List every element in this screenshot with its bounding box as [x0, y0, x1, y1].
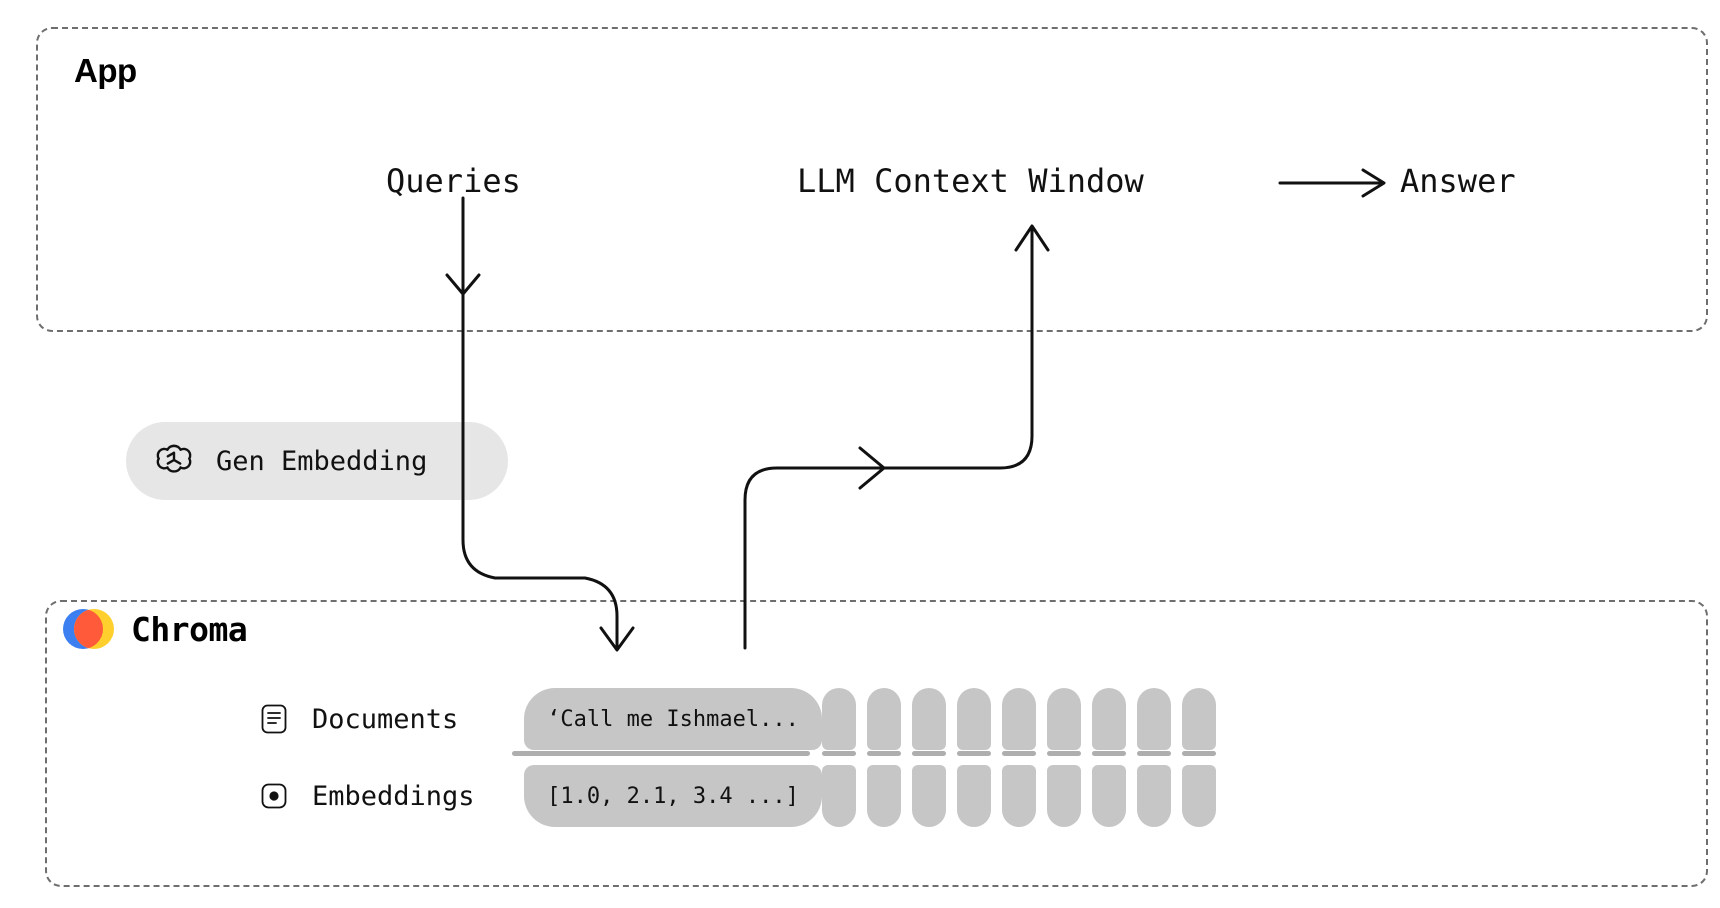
app-panel-title: App — [74, 52, 137, 89]
pill-divider — [512, 751, 810, 756]
record-divider — [867, 751, 901, 756]
record-doc-segment — [1002, 688, 1036, 750]
record-doc-segment — [867, 688, 901, 750]
record-divider — [912, 751, 946, 756]
record-doc-segment — [1047, 688, 1081, 750]
record-divider — [822, 751, 856, 756]
answer-label: Answer — [1400, 162, 1516, 200]
chroma-wordmark: Chroma — [131, 609, 248, 649]
record-doc-segment — [957, 688, 991, 750]
record-doc-segment — [1092, 688, 1126, 750]
embeddings-value-pill: [1.0, 2.1, 3.4 ...] — [524, 765, 822, 827]
record-embedding-segment — [1047, 765, 1081, 827]
record-embedding-segment — [1092, 765, 1126, 827]
record-divider — [957, 751, 991, 756]
gen-embedding-label: Gen Embedding — [216, 445, 428, 477]
record-column — [1182, 688, 1216, 827]
record-column — [957, 688, 991, 827]
queries-label: Queries — [386, 162, 521, 200]
llm-context-window-label: LLM Context Window — [797, 162, 1144, 200]
chroma-brand: Chroma — [62, 608, 248, 650]
record-doc-segment — [912, 688, 946, 750]
record-column — [912, 688, 946, 827]
vector-dot-icon — [261, 783, 287, 809]
record-column — [1137, 688, 1171, 827]
record-column — [867, 688, 901, 827]
documents-value-pill: ‘Call me Ishmael... — [524, 688, 822, 750]
record-divider — [1182, 751, 1216, 756]
chroma-row-embeddings: Embeddings [1.0, 2.1, 3.4 ...] — [258, 765, 822, 827]
embeddings-label: Embeddings — [312, 780, 475, 812]
record-embedding-segment — [1182, 765, 1216, 827]
chroma-row-documents: Documents ‘Call me Ishmael... — [258, 688, 822, 750]
record-doc-segment — [822, 688, 856, 750]
document-icon — [261, 704, 287, 734]
record-column — [1047, 688, 1081, 827]
record-embedding-segment — [1002, 765, 1036, 827]
record-columns-group — [822, 688, 1216, 827]
record-embedding-segment — [957, 765, 991, 827]
chroma-logo-icon — [63, 609, 114, 649]
record-doc-segment — [1182, 688, 1216, 750]
record-embedding-segment — [912, 765, 946, 827]
record-column — [822, 688, 856, 827]
documents-label: Documents — [312, 703, 459, 735]
record-column — [1002, 688, 1036, 827]
record-embedding-segment — [867, 765, 901, 827]
record-doc-segment — [1137, 688, 1171, 750]
record-divider — [1137, 751, 1171, 756]
record-divider — [1047, 751, 1081, 756]
openai-logo-icon — [156, 444, 192, 473]
record-embedding-segment — [822, 765, 856, 827]
record-column — [1092, 688, 1126, 827]
record-divider — [1002, 751, 1036, 756]
record-divider — [1092, 751, 1126, 756]
gen-embedding-pill[interactable]: Gen Embedding — [126, 422, 508, 500]
record-embedding-segment — [1137, 765, 1171, 827]
chroma-to-context-chevron — [858, 446, 886, 490]
